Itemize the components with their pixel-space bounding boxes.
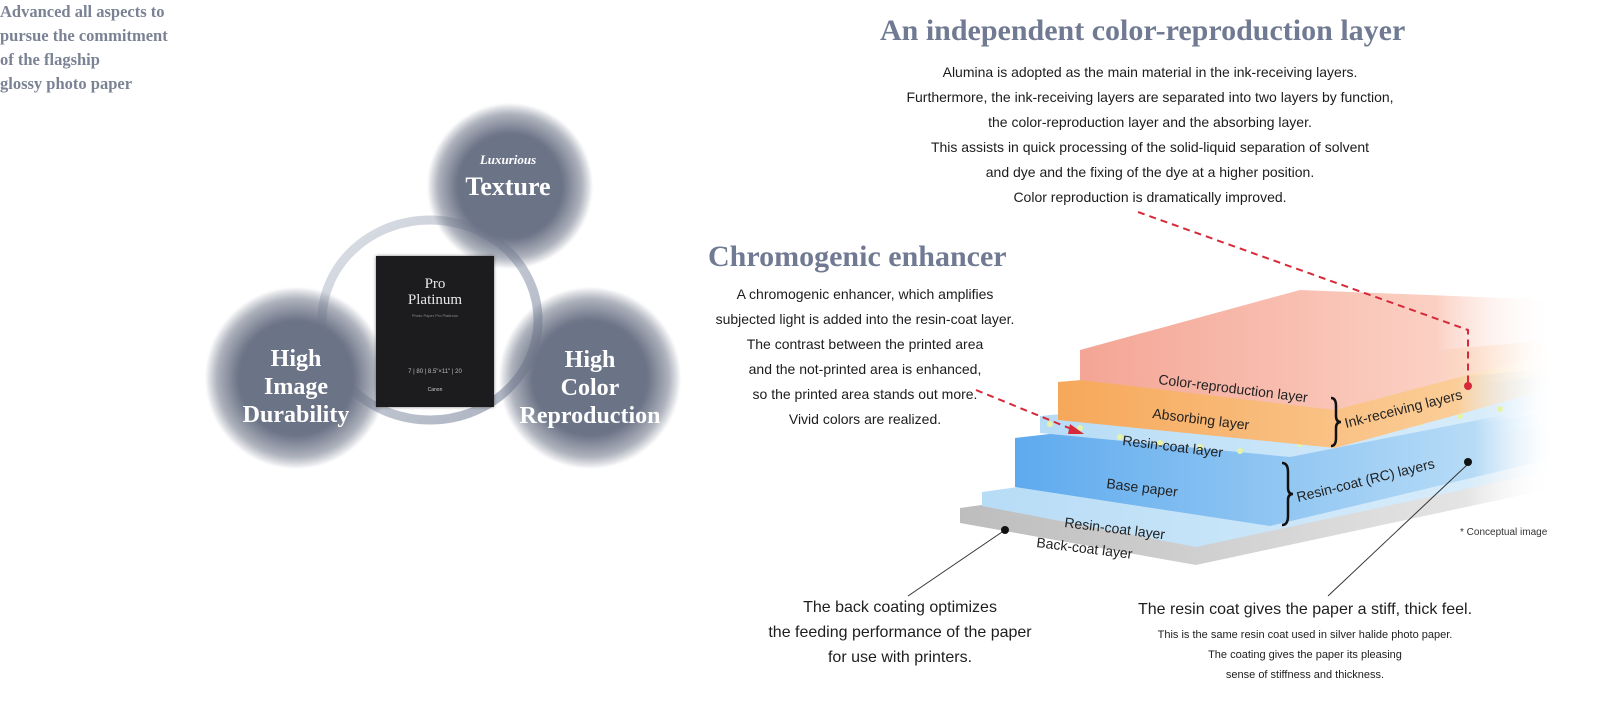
product-title-line1: Pro bbox=[424, 276, 446, 292]
color-repro-description: Alumina is adopted as the main material … bbox=[870, 60, 1430, 210]
texture-bubble bbox=[428, 104, 592, 268]
description-line: Alumina is adopted as the main material … bbox=[942, 64, 1358, 80]
resin-caption-main: The resin coat gives the paper a stiff, … bbox=[1137, 601, 1473, 618]
product-package: Pro Platinum Photo Paper Pro Platinum 7 … bbox=[376, 256, 494, 407]
description-line: and the not-printed area is enhanced, bbox=[748, 361, 982, 377]
ink-receiving-brace bbox=[1330, 396, 1342, 448]
durability-bubble bbox=[206, 288, 386, 468]
chromogenic-pointer bbox=[975, 389, 1075, 431]
product-subtitle: Photo Paper Pro Platinum bbox=[411, 313, 459, 318]
resin-leader-dot bbox=[1464, 458, 1472, 466]
caption-line: The back coating optimizes bbox=[803, 599, 997, 616]
back-coat-leader-dot bbox=[1001, 526, 1009, 534]
product-title-line2: Platinum bbox=[407, 292, 463, 308]
product-specs: 7 | 80 | 8.5"×11" | 20 bbox=[408, 369, 462, 375]
color-reproduction-layer-shape bbox=[1080, 290, 1555, 410]
description-line: and dye and the fixing of the dye at a h… bbox=[985, 164, 1315, 180]
color-repro-title: An independent color-reproduction layer bbox=[880, 14, 1406, 47]
resin-caption-details: This is the same resin coat used in silv… bbox=[1100, 625, 1510, 685]
back-coat-leader bbox=[907, 529, 1006, 597]
description-line: so the printed area stands out more. bbox=[752, 386, 978, 402]
tagline: Advanced all aspects to pursue the commi… bbox=[0, 0, 210, 96]
durability-line: High bbox=[270, 346, 322, 372]
conceptual-image-note: * Conceptual image bbox=[1460, 527, 1548, 538]
texture-title: Texture bbox=[465, 172, 551, 201]
color-line: Reproduction bbox=[519, 403, 661, 429]
description-line: A chromogenic enhancer, which amplifies bbox=[736, 286, 994, 302]
description-line: Color reproduction is dramatically impro… bbox=[1013, 189, 1287, 205]
color-label: High Color Reproduction bbox=[500, 346, 680, 430]
product-brand: Canon bbox=[427, 387, 443, 393]
durability-label: High Image Durability bbox=[206, 345, 386, 429]
color-line: High bbox=[564, 347, 616, 373]
texture-kicker: Luxurious bbox=[479, 152, 537, 167]
color-repro-pointer-dot bbox=[1464, 382, 1472, 390]
chromogenic-pointer-head bbox=[1068, 424, 1084, 434]
color-line: Color bbox=[560, 375, 620, 401]
description-line: The contrast between the printed area bbox=[746, 336, 984, 352]
chromogenic-description: A chromogenic enhancer, which amplifies … bbox=[700, 282, 1030, 432]
description-line: subjected light is added into the resin-… bbox=[715, 311, 1015, 327]
caption-line: The coating gives the paper its pleasing bbox=[1208, 649, 1402, 661]
back-coat-caption: The back coating optimizes the feeding p… bbox=[730, 595, 1070, 670]
durability-line: Image bbox=[264, 374, 328, 400]
resin-coat-brace bbox=[1281, 461, 1294, 527]
color-repro-pointer bbox=[1137, 211, 1469, 382]
color-bubble bbox=[500, 288, 680, 468]
durability-line: Durability bbox=[242, 402, 350, 428]
tagline-line: of the flagship bbox=[0, 50, 100, 69]
description-line: Vivid colors are realized. bbox=[788, 411, 942, 427]
tagline-line: pursue the commitment bbox=[0, 26, 168, 45]
caption-line: This is the same resin coat used in silv… bbox=[1157, 629, 1453, 641]
description-line: Furthermore, the ink-receiving layers ar… bbox=[906, 89, 1394, 105]
tagline-line: glossy photo paper bbox=[0, 74, 133, 93]
resin-leader bbox=[1327, 463, 1469, 597]
description-line: the color-reproduction layer and the abs… bbox=[988, 114, 1312, 130]
caption-line: the feeding performance of the paper bbox=[768, 624, 1032, 641]
caption-line: sense of stiffness and thickness. bbox=[1225, 669, 1385, 681]
description-line: This assists in quick processing of the … bbox=[930, 139, 1370, 155]
tagline-line: Advanced all aspects to bbox=[0, 2, 165, 21]
chromogenic-title: Chromogenic enhancer bbox=[708, 240, 1007, 273]
caption-line: for use with printers. bbox=[827, 649, 973, 666]
